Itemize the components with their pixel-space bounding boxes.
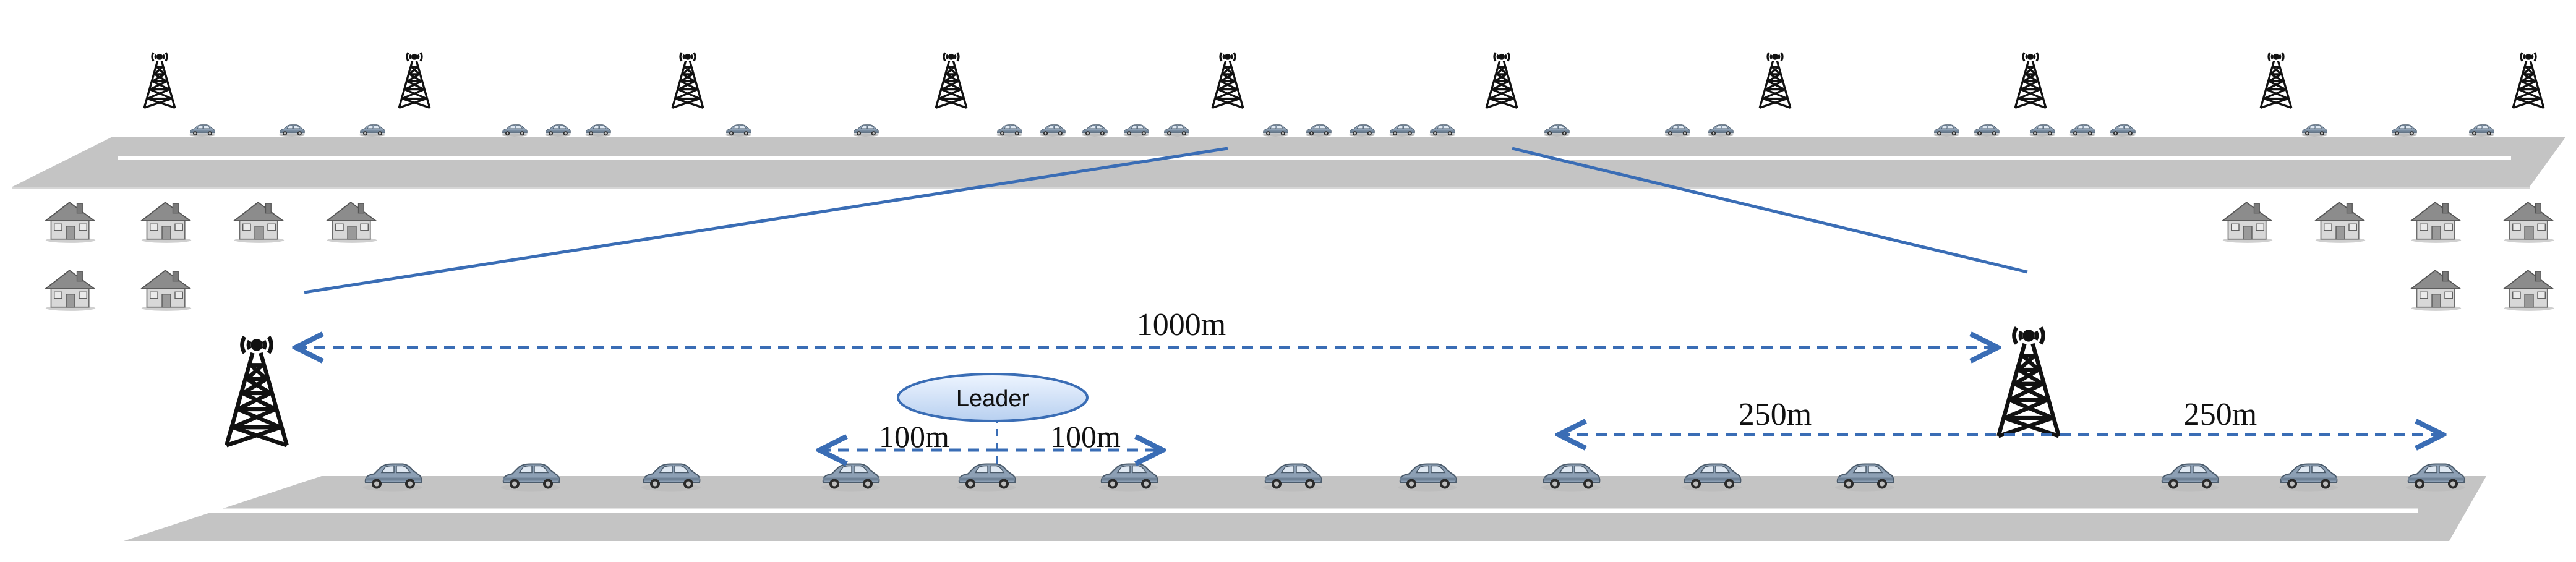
top-towers (144, 53, 2544, 108)
car-icon (359, 124, 386, 137)
car-icon (1123, 124, 1150, 137)
label-100m-left: 100m (879, 419, 949, 454)
car-icon (640, 463, 702, 492)
car-icon (1389, 124, 1416, 137)
car-icon (1262, 124, 1289, 137)
link-line-right (1512, 147, 2028, 274)
car-icon (1834, 463, 1896, 492)
leader-bubble: Leader (897, 373, 1089, 422)
car-icon (1305, 124, 1332, 137)
label-100m-right: 100m (1050, 419, 1121, 454)
house-icon (2314, 202, 2366, 244)
label-250m-right: 250m (2184, 397, 2257, 432)
car-icon (1039, 124, 1066, 137)
houses (45, 202, 2555, 312)
car-icon (1098, 463, 1160, 492)
car-icon (1933, 124, 1960, 137)
car-icon (1348, 124, 1376, 137)
car-icon (1081, 124, 1108, 137)
car-icon (362, 463, 424, 492)
car-icon (544, 124, 571, 137)
tower-icon (144, 53, 175, 108)
car-icon (2405, 463, 2467, 492)
tower-icon (2261, 53, 2291, 108)
car-icon (278, 124, 306, 137)
car-icon (189, 124, 216, 137)
tower-icon (2015, 53, 2046, 108)
car-icon (2390, 124, 2418, 137)
car-icon (2277, 463, 2339, 492)
car-icon (1163, 124, 1190, 137)
car-icon (2301, 124, 2328, 137)
house-icon (326, 202, 378, 244)
house-icon (140, 270, 192, 312)
tower-icon (226, 337, 287, 446)
leader-label: Leader (956, 386, 1030, 412)
car-icon (2069, 124, 2096, 137)
car-icon (725, 124, 752, 137)
car-icon (1543, 124, 1570, 137)
tower-icon (1998, 328, 2059, 436)
house-icon (140, 202, 192, 244)
car-icon (852, 124, 879, 137)
car-icon (1397, 463, 1458, 492)
tower-icon (936, 53, 967, 108)
tower-icon (399, 53, 430, 108)
tower-icon (2513, 53, 2544, 108)
car-icon (2159, 463, 2220, 492)
car-icon (2029, 124, 2056, 137)
link-line-left (304, 147, 1228, 294)
top-road (12, 137, 2565, 189)
car-icon (1973, 124, 2000, 137)
car-icon (1707, 124, 1734, 137)
car-icon (584, 124, 612, 137)
bottom-road (124, 476, 2486, 541)
label-250m-left: 250m (1739, 397, 1812, 432)
car-icon (1540, 463, 1602, 492)
car-icon (2109, 124, 2136, 137)
car-icon (956, 463, 1017, 492)
car-icon (1664, 124, 1691, 137)
label-1000m: 1000m (1137, 307, 1226, 343)
car-icon (500, 463, 562, 492)
tower-icon (1760, 53, 1791, 108)
car-icon (1429, 124, 1456, 137)
house-icon (2222, 202, 2274, 244)
house-icon (2410, 270, 2462, 312)
tower-icon (672, 53, 703, 108)
house-icon (45, 202, 96, 244)
car-icon (1262, 463, 1324, 492)
house-icon (2503, 270, 2555, 312)
car-icon (1681, 463, 1743, 492)
car-icon (819, 463, 881, 492)
house-icon (2410, 202, 2462, 244)
house-icon (2503, 202, 2555, 244)
tower-icon (1212, 53, 1243, 108)
tower-icon (1486, 53, 1517, 108)
car-icon (2468, 124, 2495, 137)
house-icon (233, 202, 285, 244)
top-cars (189, 124, 2495, 137)
car-icon (501, 124, 528, 137)
house-icon (45, 270, 96, 312)
car-icon (996, 124, 1023, 137)
